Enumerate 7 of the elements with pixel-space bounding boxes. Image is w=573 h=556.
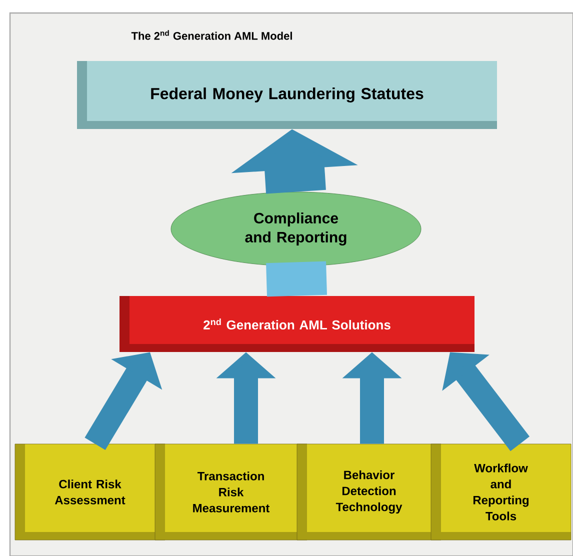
- process-box: Behavior Detection Technology: [296, 444, 442, 540]
- process-box: Client Risk Assessment: [14, 444, 166, 540]
- bar-box: Federal Money Laundering Statutes: [77, 61, 497, 129]
- process-box: Transaction Risk Measurement: [154, 444, 308, 540]
- process-box: Workflow and Reporting Tools: [430, 444, 572, 540]
- bar-box: 2$^{nd}$ Generation AML Solutions: [120, 296, 474, 352]
- title: The 2$^{nd}$ Generation AML Model: [131, 30, 292, 40]
